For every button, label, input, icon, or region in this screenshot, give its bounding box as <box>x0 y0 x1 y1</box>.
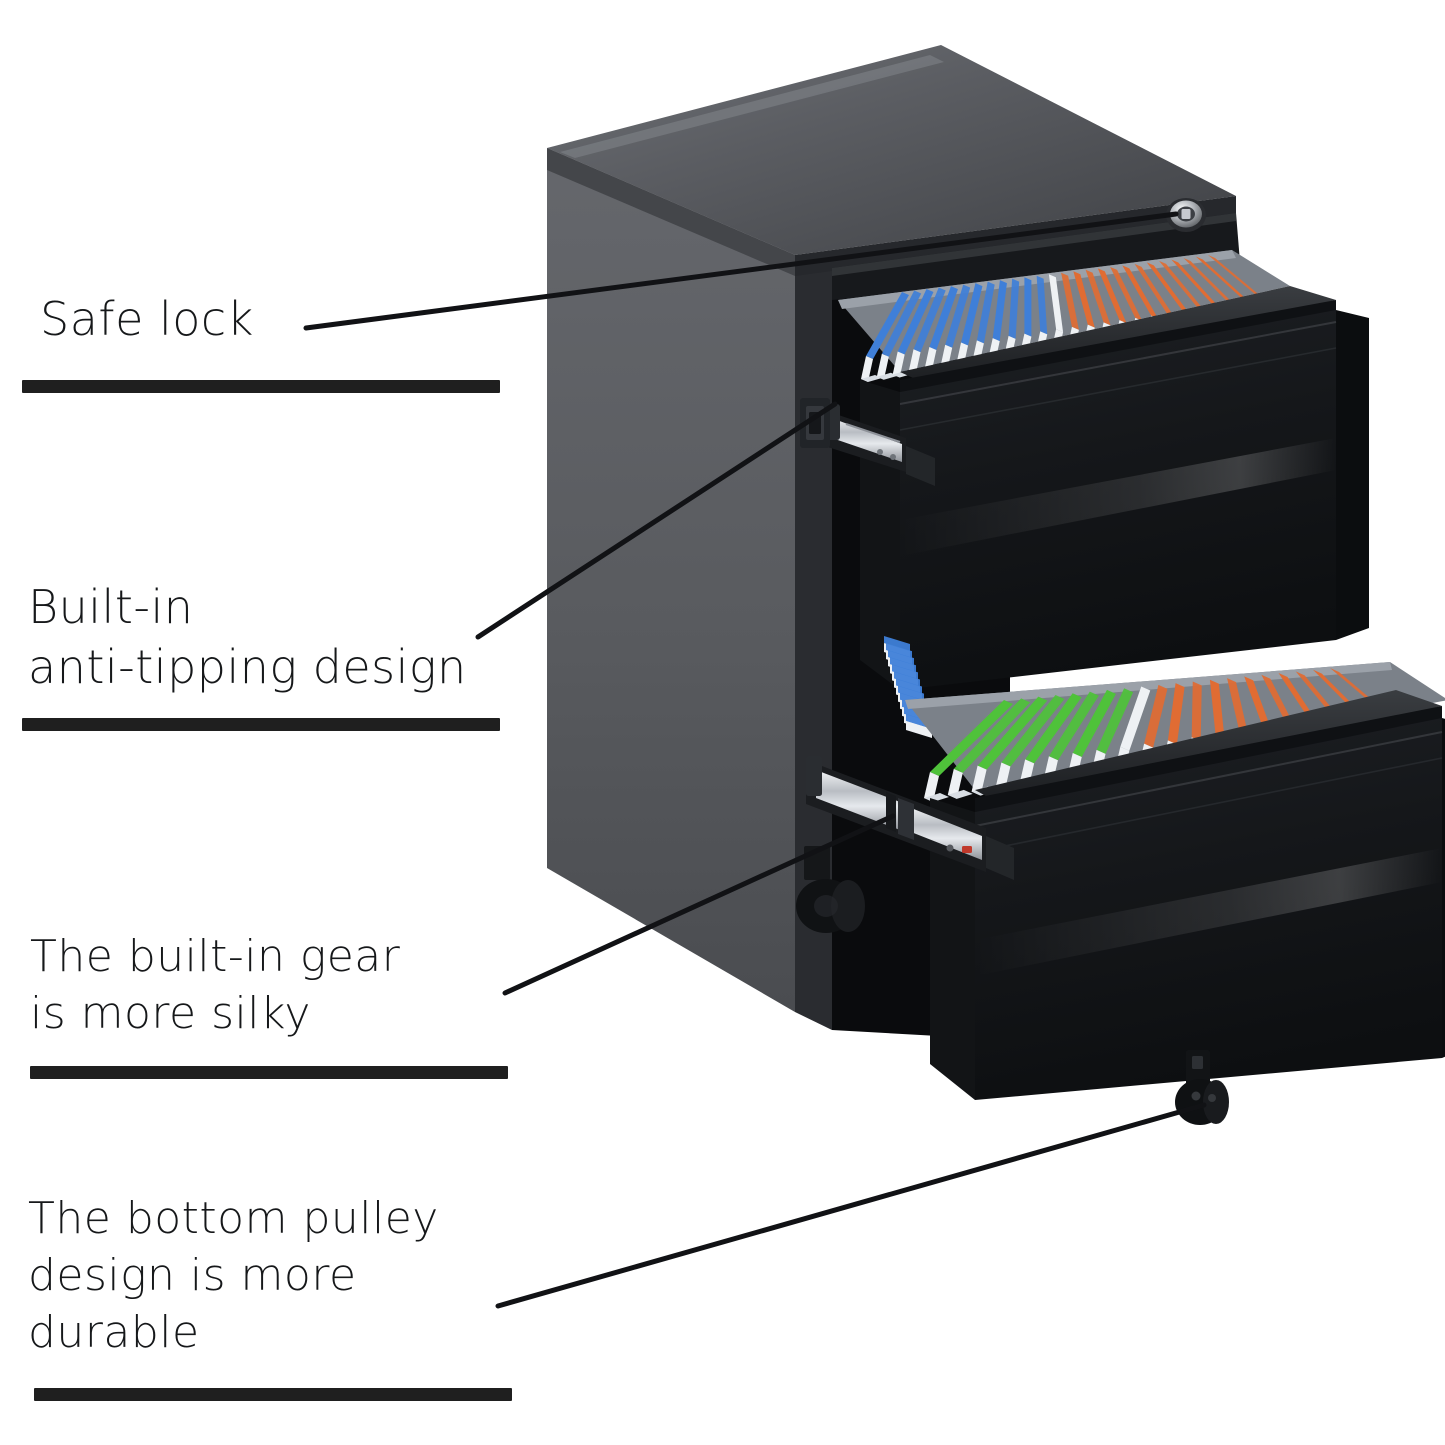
callout-safe-lock: Safe lock <box>22 290 510 393</box>
callout-pulley-text: The bottom pulley design is more durable <box>28 1193 439 1359</box>
lower-drawer[interactable] <box>930 690 1445 1100</box>
callout-anti-tipping: Built-in anti-tipping design <box>22 578 528 731</box>
cylinder-lock[interactable] <box>1166 198 1206 232</box>
callout-safe-lock-text: Safe lock <box>40 292 254 346</box>
upper-drawer[interactable] <box>860 286 1369 690</box>
anti-tipping-interlock <box>800 398 830 448</box>
callout-gear-rule <box>30 1066 508 1080</box>
callout-gear-text: The built-in gear is more silky <box>30 931 401 1040</box>
callout-safe-lock-rule <box>22 379 500 393</box>
callout-anti-tipping-rule <box>22 717 500 731</box>
callout-gear: The built-in gear is more silky <box>30 928 520 1080</box>
callout-anti-tipping-text: Built-in anti-tipping design <box>28 580 467 694</box>
lower-drawer-folders <box>884 636 1445 802</box>
callout-pulley-rule <box>34 1387 512 1401</box>
callout-pulley: The bottom pulley design is more durable <box>28 1190 528 1401</box>
